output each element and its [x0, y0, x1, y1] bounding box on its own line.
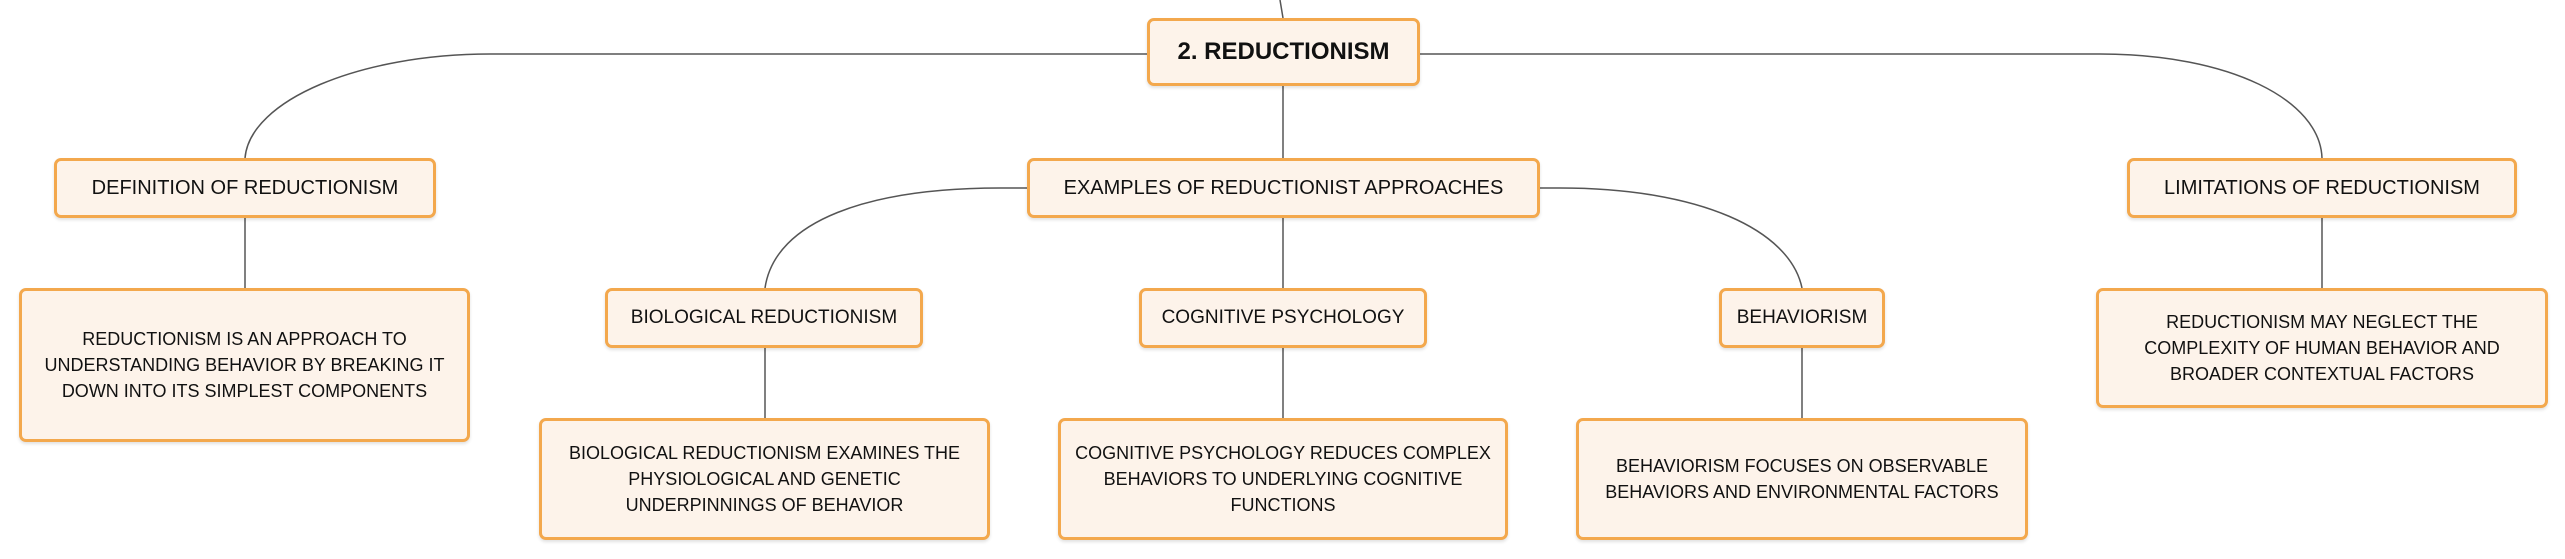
behaviorism-node[interactable]: BEHAVIORISM	[1719, 288, 1885, 348]
definition-node[interactable]: DEFINITION OF REDUCTIONISM	[54, 158, 436, 218]
link-examples-behaviorism	[1540, 187, 1803, 289]
definition-label: DEFINITION OF REDUCTIONISM	[91, 176, 399, 199]
root-node[interactable]: 2. REDUCTIONISM	[1147, 18, 1420, 86]
cognitive-node[interactable]: COGNITIVE PSYCHOLOGY	[1139, 288, 1427, 348]
behaviorism-detail-node[interactable]: BEHAVIORISM FOCUSES ON OBSERVABLE BEHAVI…	[1576, 418, 2028, 540]
biological-node[interactable]: BIOLOGICAL REDUCTIONISM	[605, 288, 923, 348]
limitations-label: LIMITATIONS OF REDUCTIONISM	[2164, 176, 2480, 199]
examples-label: EXAMPLES OF REDUCTIONIST APPROACHES	[1063, 176, 1504, 199]
limitations-node[interactable]: LIMITATIONS OF REDUCTIONISM	[2127, 158, 2517, 218]
biological-label: BIOLOGICAL REDUCTIONISM	[630, 307, 898, 329]
definition-detail: REDUCTIONISM IS AN APPROACH TO UNDERSTAN…	[44, 328, 445, 402]
link-examples-biological	[764, 187, 1027, 289]
limitations-detail-node[interactable]: REDUCTIONISM MAY NEGLECT THE COMPLEXITY …	[2096, 288, 2548, 408]
biological-detail: BIOLOGICAL REDUCTIONISM EXAMINES THE PHY…	[568, 442, 961, 516]
behaviorism-detail: BEHAVIORISM FOCUSES ON OBSERVABLE BEHAVI…	[1605, 455, 1999, 502]
link-parent-root	[1279, 0, 1284, 19]
root-label: 2. REDUCTIONISM	[1177, 37, 1390, 65]
examples-node[interactable]: EXAMPLES OF REDUCTIONIST APPROACHES	[1027, 158, 1540, 218]
cognitive-detail: COGNITIVE PSYCHOLOGY REDUCES COMPLEX BEH…	[1075, 442, 1491, 516]
definition-detail-node[interactable]: REDUCTIONISM IS AN APPROACH TO UNDERSTAN…	[19, 288, 470, 442]
link-root-definition	[244, 53, 1147, 159]
link-root-limitations	[1420, 53, 2323, 159]
cognitive-detail-node[interactable]: COGNITIVE PSYCHOLOGY REDUCES COMPLEX BEH…	[1058, 418, 1508, 540]
behaviorism-label: BEHAVIORISM	[1736, 307, 1868, 329]
limitations-detail: REDUCTIONISM MAY NEGLECT THE COMPLEXITY …	[2144, 311, 2500, 385]
biological-detail-node[interactable]: BIOLOGICAL REDUCTIONISM EXAMINES THE PHY…	[539, 418, 990, 540]
cognitive-label: COGNITIVE PSYCHOLOGY	[1161, 307, 1405, 329]
